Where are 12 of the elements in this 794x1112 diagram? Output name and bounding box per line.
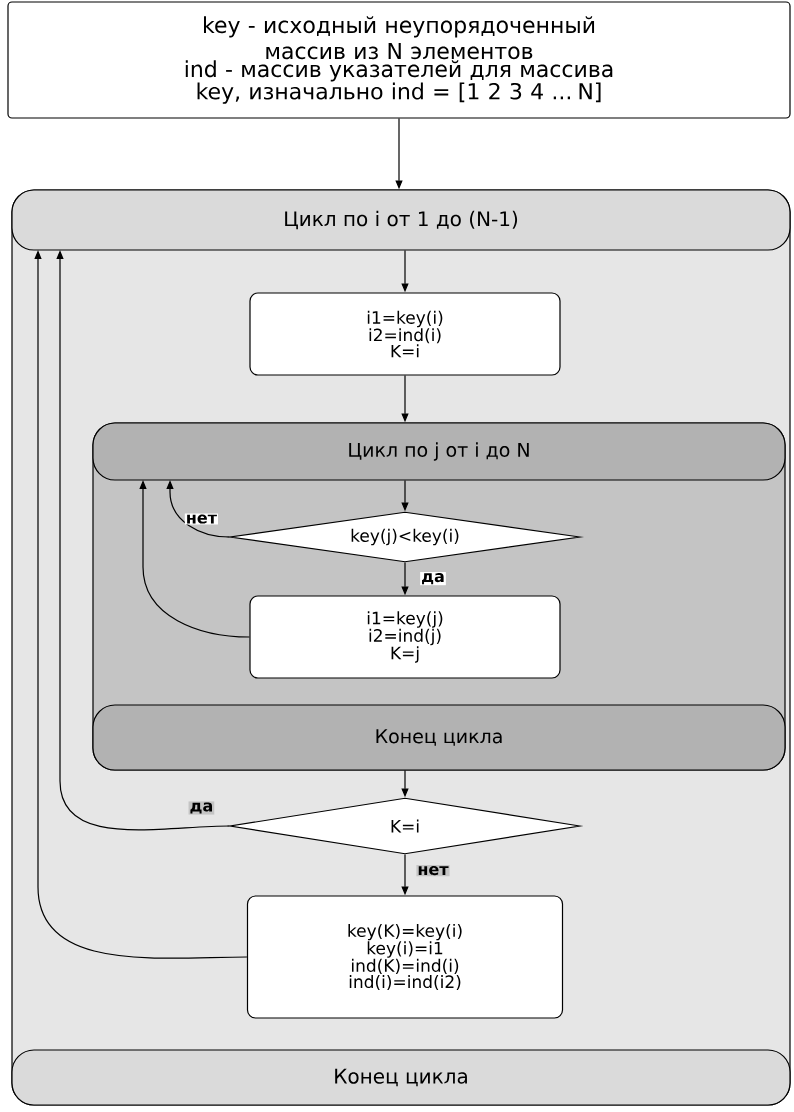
loop-band: Цикл по j от i до N [92, 422, 786, 481]
loop-band: Конец цикла [11, 1049, 791, 1106]
edge-label: да [420, 572, 446, 586]
process-box: i1=key(i) i2=ind(i) K=i [249, 292, 561, 376]
edge-label: да [188, 801, 215, 815]
edge-label: нет [416, 865, 450, 877]
loop-band: Цикл по i от 1 до (N-1) [11, 189, 791, 251]
process-box: i1=key(j) i2=ind(j) K=j [249, 595, 561, 679]
text-box: key - исходный неупорядоченный массив из N элементов ind - массив указателей для массива key, изначально ind = [1 2 3 4 ... N] [7, 1, 791, 119]
process-box: key(K)=key(i) key(i)=i1 ind(K)=ind(i) ind(i)=ind(i2) [246, 895, 564, 1019]
edge-label: нет [184, 513, 218, 525]
loop-band: Конец цикла [92, 704, 786, 771]
